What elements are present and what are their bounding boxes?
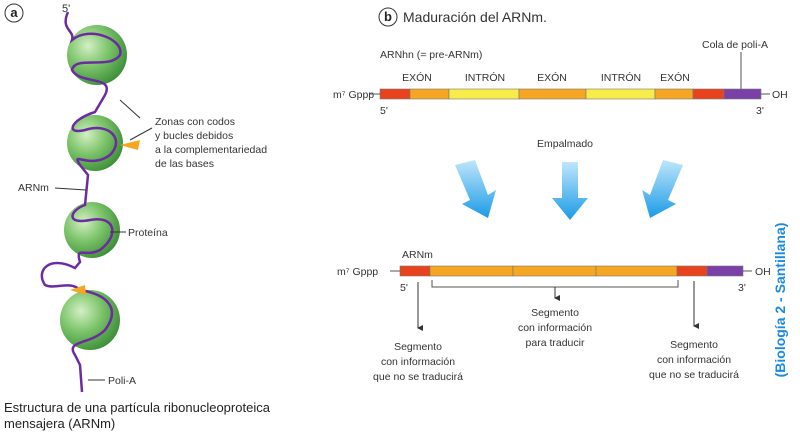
- coding-segment-label: para traducir: [526, 337, 585, 349]
- caption: mensajera (ARNm): [4, 416, 115, 431]
- coding-segment-label: con información: [518, 322, 592, 334]
- panel-b: b Maduración del ARNm. ARNhn (= pre-ARNm…: [333, 7, 788, 383]
- panel-a: a 5' Zonas con codos y bucles debidos a …: [4, 3, 271, 431]
- utr-segment-label: que no se traducirá: [649, 369, 739, 381]
- panel-b-letter: b: [384, 9, 392, 24]
- arnm-label: ARNm: [18, 182, 49, 194]
- leader-line: [54, 187, 87, 191]
- mature-mrna-label: ARNm: [402, 249, 433, 261]
- arrow-icon: [642, 160, 683, 218]
- poly-a-label: Poli-A: [108, 375, 136, 387]
- oh-label: OH: [772, 89, 788, 101]
- zones-label: de las bases: [155, 158, 214, 170]
- panel-b-badge: [378, 7, 398, 27]
- coding-bracket: [431, 280, 679, 288]
- mrna-strand: [40, 11, 122, 393]
- intron-label: INTRÓN: [601, 71, 641, 84]
- exon-label: EXÓN: [402, 71, 432, 84]
- utr-segment-label: con información: [381, 356, 455, 368]
- utr-segment-label: que no se traducirá: [373, 371, 463, 383]
- zones-label: Zonas con codos: [155, 116, 235, 128]
- exon-label: EXÓN: [537, 71, 567, 84]
- cap-label: m⁷ Gppp: [337, 266, 378, 278]
- mature-mrna-bar: [399, 265, 744, 277]
- source-watermark: (Biología 2 - Santillana): [772, 222, 788, 378]
- splicing-label: Empalmado: [537, 138, 593, 150]
- arrow-icon: [552, 162, 588, 220]
- cap-label: m⁷ Gppp: [333, 89, 374, 101]
- exon-label: EXÓN: [660, 71, 690, 84]
- panel-a-badge: [4, 3, 24, 23]
- three-prime-label: 3': [738, 282, 746, 294]
- panel-a-letter: a: [10, 5, 18, 20]
- intron-label: INTRÓN: [465, 71, 505, 84]
- protein-sphere: [60, 290, 120, 350]
- five-prime-label: 5': [62, 3, 70, 15]
- protein-label: Proteína: [128, 227, 168, 239]
- utr-segment-label: con información: [657, 354, 731, 366]
- oh-label: OH: [755, 266, 771, 278]
- pre-mrna-bar: [379, 88, 762, 100]
- leader-line: [129, 127, 153, 141]
- arrow-icon: [455, 160, 496, 218]
- poly-a-tail-label: Cola de poli-A: [702, 39, 768, 51]
- leader-line: [119, 99, 141, 119]
- zones-label: a la complementariedad: [155, 144, 267, 156]
- panel-b-title: Maduración del ARNm.: [403, 9, 547, 25]
- coding-segment-label: Segmento: [531, 307, 579, 319]
- utr-segment-label: Segmento: [394, 341, 442, 353]
- five-prime-label: 5': [380, 105, 388, 117]
- caption: Estructura de una partícula ribonucleopr…: [4, 400, 271, 415]
- pre-mrna-label: ARNhn (= pre-ARNm): [380, 49, 482, 61]
- utr-segment-label: Segmento: [670, 339, 718, 351]
- three-prime-label: 3': [756, 105, 764, 117]
- five-prime-label: 5': [400, 282, 408, 294]
- zones-label: y bucles debidos: [155, 130, 233, 142]
